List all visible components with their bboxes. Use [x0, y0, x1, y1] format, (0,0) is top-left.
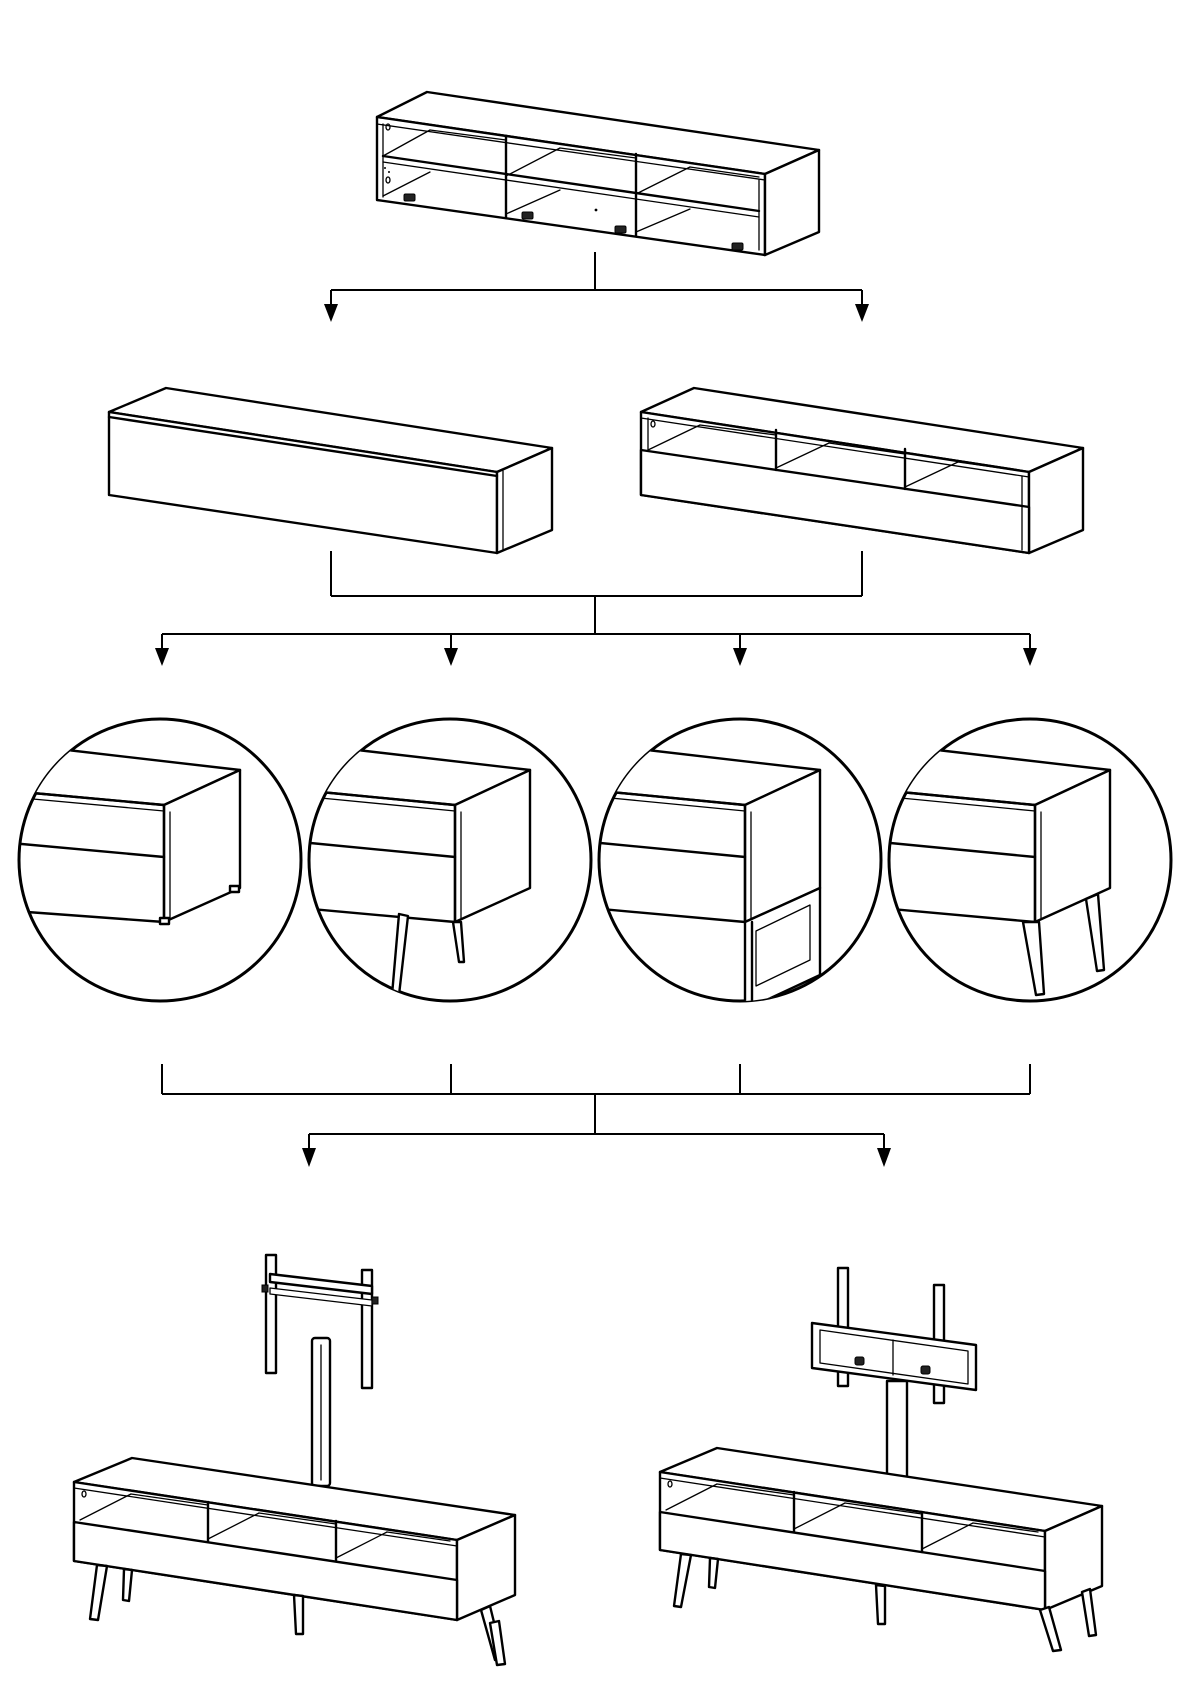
single-pole-flat-mount — [74, 1255, 515, 1665]
angled-metal-leg — [300, 719, 591, 1001]
wooden-tapered-leg — [880, 719, 1171, 1001]
closed-front-cabinet — [109, 388, 552, 553]
low-feet — [0, 719, 301, 1001]
connector-fronts-to-supports — [155, 551, 1037, 666]
pole-stand-with-bracket — [660, 1268, 1102, 1651]
open-shelf-cabinet — [377, 92, 819, 255]
connector-supports-to-mounts — [162, 1064, 1030, 1167]
connector-base-to-fronts — [324, 252, 869, 322]
drawer-front-cabinet — [641, 388, 1083, 553]
frame-leg — [590, 719, 881, 1010]
